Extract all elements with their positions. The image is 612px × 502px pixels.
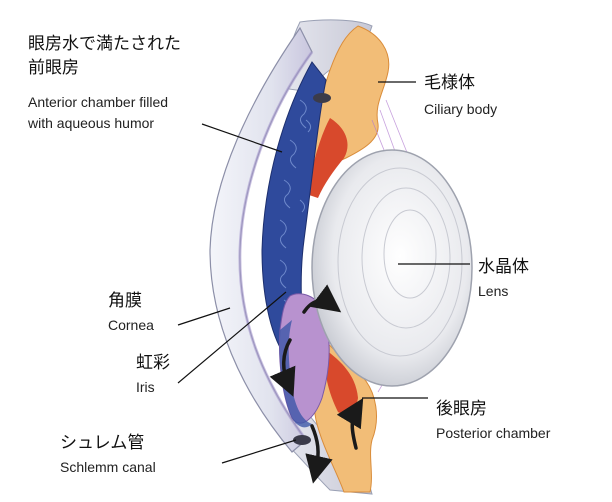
label-cornea-en: Cornea [108,316,154,335]
label-ciliary-jp: 毛様体 [424,72,475,94]
label-schlemm-en: Schlemm canal [60,458,156,477]
label-lens-en: Lens [478,282,508,301]
label-posterior-jp: 後眼房 [436,398,487,420]
label-iris-jp: 虹彩 [136,352,170,374]
lens-shape [312,150,472,386]
label-aqueous-en-2: with aqueous humor [28,114,154,133]
label-iris-en: Iris [136,378,155,397]
label-aqueous-jp-2: 前眼房 [28,57,79,79]
label-lens-jp: 水晶体 [478,256,529,278]
label-posterior-en: Posterior chamber [436,424,550,443]
label-cornea-jp: 角膜 [108,290,142,312]
trabecular-marker [313,93,331,103]
leader-schlemm [222,440,296,463]
label-aqueous-en-1: Anterior chamber filled [28,93,168,112]
label-aqueous-jp-1: 眼房水で満たされた [28,33,181,55]
label-schlemm-jp: シュレム管 [60,432,144,454]
label-ciliary-en: Ciliary body [424,100,497,119]
